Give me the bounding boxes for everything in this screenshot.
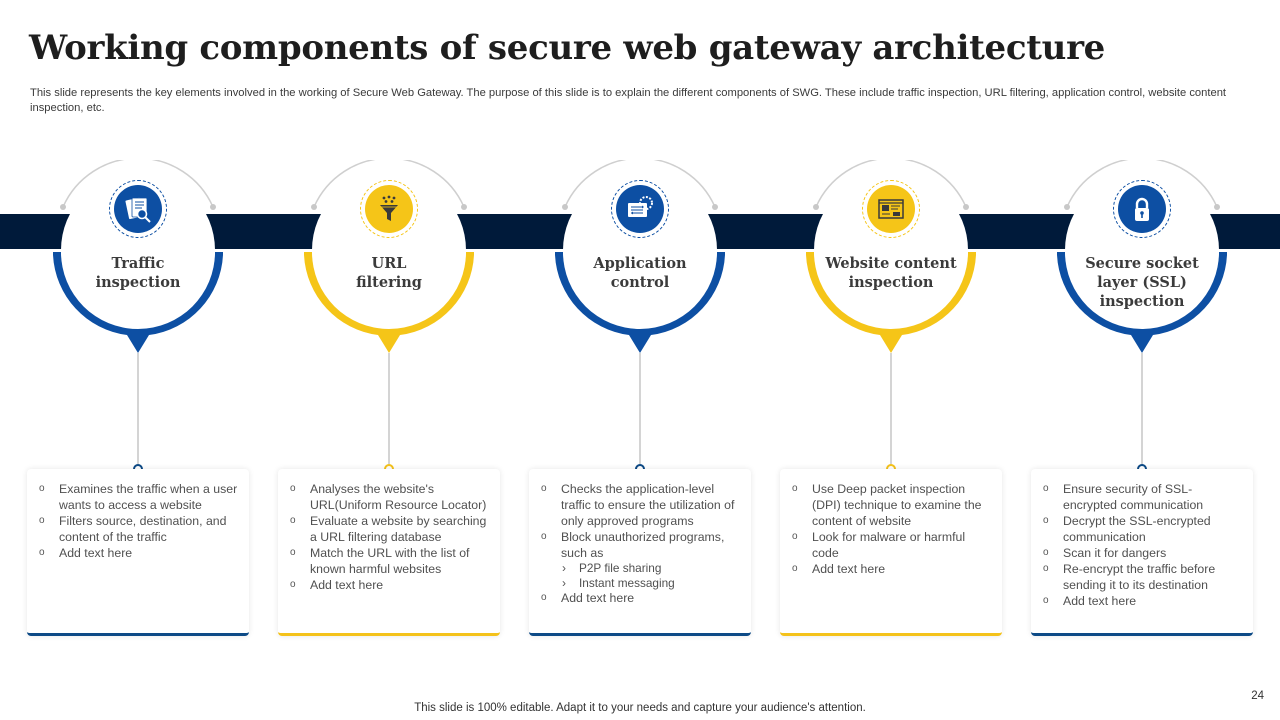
component-node: Secure socket layer (SSL) inspection bbox=[1047, 160, 1237, 470]
node-frame bbox=[53, 160, 223, 465]
component-title: Application control bbox=[570, 254, 710, 292]
colored-ring bbox=[304, 252, 474, 353]
component-title: Website content inspection bbox=[821, 254, 961, 292]
node-frame bbox=[555, 160, 725, 465]
colored-ring bbox=[806, 252, 976, 353]
bullet-item: Re-encrypt the traffic before sending it… bbox=[1043, 561, 1243, 593]
component-node: URL filtering bbox=[294, 160, 484, 470]
title-line: filtering bbox=[356, 274, 422, 291]
webpage-layout-icon bbox=[867, 185, 915, 233]
top-arc bbox=[313, 160, 465, 208]
slide-subtitle: This slide represents the key elements i… bbox=[30, 87, 1227, 114]
arc-endpoint bbox=[562, 204, 568, 210]
white-disc bbox=[814, 173, 968, 327]
arc-endpoint bbox=[963, 204, 969, 210]
colored-ring bbox=[53, 252, 223, 353]
icon-ring bbox=[862, 180, 920, 238]
top-arc bbox=[1066, 160, 1218, 208]
arc-endpoint bbox=[311, 204, 317, 210]
bullet-item: Add text here bbox=[792, 561, 992, 577]
component-node: Application control bbox=[545, 160, 735, 470]
component-title: Secure socket layer (SSL) inspection bbox=[1072, 254, 1212, 311]
bullet-item: Match the URL with the list of known har… bbox=[290, 545, 490, 577]
component-card: Analyses the website's URL(Uniform Resou… bbox=[278, 469, 500, 636]
component-node: Traffic inspection bbox=[43, 160, 233, 470]
arc-endpoint bbox=[1214, 204, 1220, 210]
icon-ring bbox=[109, 180, 167, 238]
node-frame bbox=[806, 160, 976, 465]
title-line: control bbox=[610, 274, 670, 291]
title-line: URL bbox=[371, 255, 407, 272]
bullet-item: Decrypt the SSL-encrypted communication bbox=[1043, 513, 1243, 545]
arc-endpoint bbox=[60, 204, 66, 210]
bullet-item: Filters source, destination, and content… bbox=[39, 513, 239, 545]
bullet-item: Evaluate a website by searching a URL fi… bbox=[290, 513, 490, 545]
title-line: Application bbox=[593, 255, 687, 272]
icon-ring bbox=[360, 180, 418, 238]
white-disc bbox=[563, 173, 717, 327]
bullet-item: Look for malware or harmful code bbox=[792, 529, 992, 561]
document-search-icon bbox=[114, 185, 162, 233]
white-disc bbox=[1065, 173, 1219, 327]
bullet-item: Scan it for dangers bbox=[1043, 545, 1243, 561]
title-line: inspection bbox=[848, 274, 934, 291]
bullet-item: Checks the application-level traffic to … bbox=[541, 481, 741, 529]
component-title: Traffic inspection bbox=[68, 254, 208, 292]
node-frame bbox=[1057, 160, 1227, 465]
arc-endpoint bbox=[461, 204, 467, 210]
title-line: inspection bbox=[95, 274, 181, 291]
title-line: Website content bbox=[825, 255, 957, 272]
bullet-item: Ensure security of SSL-encrypted communi… bbox=[1043, 481, 1243, 513]
component-node: Website content inspection bbox=[796, 160, 986, 470]
component-card: Ensure security of SSL-encrypted communi… bbox=[1031, 469, 1253, 636]
bullet-list: Analyses the website's URL(Uniform Resou… bbox=[290, 481, 490, 593]
app-settings-icon bbox=[616, 185, 664, 233]
top-arc bbox=[564, 160, 716, 208]
arc-endpoint bbox=[712, 204, 718, 210]
bullet-list: Ensure security of SSL-encrypted communi… bbox=[1043, 481, 1243, 609]
component-title: URL filtering bbox=[319, 254, 459, 292]
title-line: inspection bbox=[1099, 293, 1185, 310]
top-arc bbox=[62, 160, 214, 208]
bullet-item: Add text here bbox=[1043, 593, 1243, 609]
component-card: Use Deep packet inspection (DPI) techniq… bbox=[780, 469, 1002, 636]
colored-ring bbox=[555, 252, 725, 353]
node-frame bbox=[304, 160, 474, 465]
title-line: Traffic bbox=[111, 255, 165, 272]
white-disc bbox=[312, 173, 466, 327]
bullet-item: Examines the traffic when a user wants t… bbox=[39, 481, 239, 513]
arc-endpoint bbox=[210, 204, 216, 210]
bullet-item: Add text here bbox=[290, 577, 490, 593]
bullet-list: Checks the application-level traffic to … bbox=[541, 481, 741, 606]
white-disc bbox=[61, 173, 215, 327]
top-arc bbox=[815, 160, 967, 208]
arc-endpoint bbox=[813, 204, 819, 210]
bullet-item: Block unauthorized programs, such as bbox=[541, 529, 741, 561]
component-card: Examines the traffic when a user wants t… bbox=[27, 469, 249, 636]
bullet-item: Use Deep packet inspection (DPI) techniq… bbox=[792, 481, 992, 529]
icon-ring bbox=[611, 180, 669, 238]
funnel-filter-icon bbox=[365, 185, 413, 233]
icon-ring bbox=[1113, 180, 1171, 238]
page-number: 24 bbox=[1251, 690, 1264, 702]
bullet-item: Analyses the website's URL(Uniform Resou… bbox=[290, 481, 490, 513]
bullet-list: Use Deep packet inspection (DPI) techniq… bbox=[792, 481, 992, 577]
padlock-icon bbox=[1118, 185, 1166, 233]
title-line: Secure socket bbox=[1085, 255, 1199, 272]
bullet-item: Add text here bbox=[39, 545, 239, 561]
slide-title: Working components of secure web gateway… bbox=[29, 28, 1106, 68]
bullet-item: Add text here bbox=[541, 590, 741, 606]
component-card: Checks the application-level traffic to … bbox=[529, 469, 751, 636]
arc-endpoint bbox=[1064, 204, 1070, 210]
footer-note: This slide is 100% editable. Adapt it to… bbox=[414, 702, 866, 714]
title-line: layer (SSL) bbox=[1097, 274, 1187, 291]
colored-ring bbox=[1057, 252, 1227, 353]
sub-bullet-item: P2P file sharing bbox=[541, 561, 741, 576]
bullet-list: Examines the traffic when a user wants t… bbox=[39, 481, 239, 561]
sub-bullet-item: Instant messaging bbox=[541, 576, 741, 591]
